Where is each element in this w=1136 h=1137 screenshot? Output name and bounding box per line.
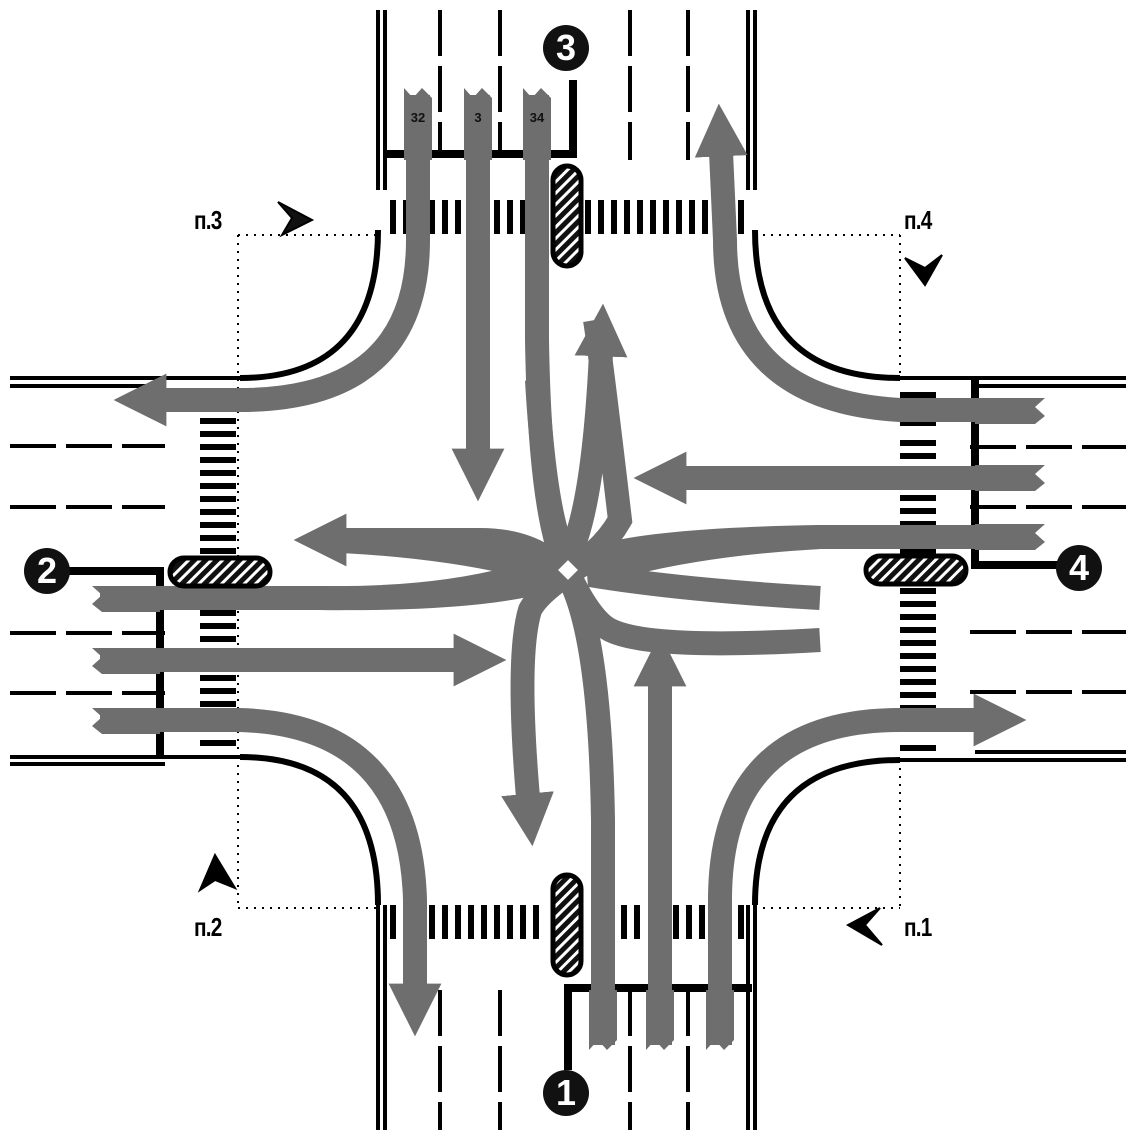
- observer-arrow-p2: [197, 852, 238, 893]
- approach-badge-3: 3: [543, 25, 589, 71]
- corner-label-p1: п.1: [904, 912, 932, 942]
- flow-south-right: [708, 693, 1027, 1045]
- lane-entry-flags: [92, 88, 1045, 1050]
- stop-lines: [40, 80, 1070, 1070]
- lane-label-north-1: 32: [410, 110, 426, 125]
- flow-north-right: [113, 95, 430, 427]
- flow-east-right: [694, 103, 1030, 422]
- island-east: [863, 553, 969, 587]
- observer-arrow-p4: [904, 254, 943, 287]
- approach-badge-2: 2: [24, 548, 70, 594]
- approach-badge-4: 4: [1056, 545, 1102, 591]
- center-void: [558, 560, 578, 580]
- flow-south-left: [293, 513, 615, 1045]
- approach-badge-1: 1: [543, 1070, 589, 1116]
- island-west: [167, 555, 273, 589]
- island-south: [550, 872, 584, 978]
- road-edges: [10, 10, 1126, 1130]
- flow-east-uturn: [586, 525, 821, 610]
- flow-west-right: [100, 708, 442, 1037]
- lane-markings: [10, 10, 1126, 1130]
- refuge-islands: [167, 163, 969, 978]
- lane-label-north-2: 3: [474, 110, 482, 125]
- corner-label-p2: п.2: [194, 912, 222, 942]
- corner-label-p3: п.3: [194, 205, 222, 235]
- observer-arrow-p1: [845, 907, 883, 946]
- traffic-flows: [100, 95, 1030, 1045]
- corner-label-p4: п.4: [904, 205, 932, 235]
- reference-dotted-lines: [237, 234, 901, 909]
- curb-curves: [239, 229, 901, 906]
- observer-arrows: [197, 201, 943, 946]
- observer-arrow-p3: [277, 201, 315, 238]
- island-north: [550, 163, 584, 269]
- crosswalk-east: [900, 392, 936, 751]
- lane-label-north-3: 34: [529, 110, 545, 125]
